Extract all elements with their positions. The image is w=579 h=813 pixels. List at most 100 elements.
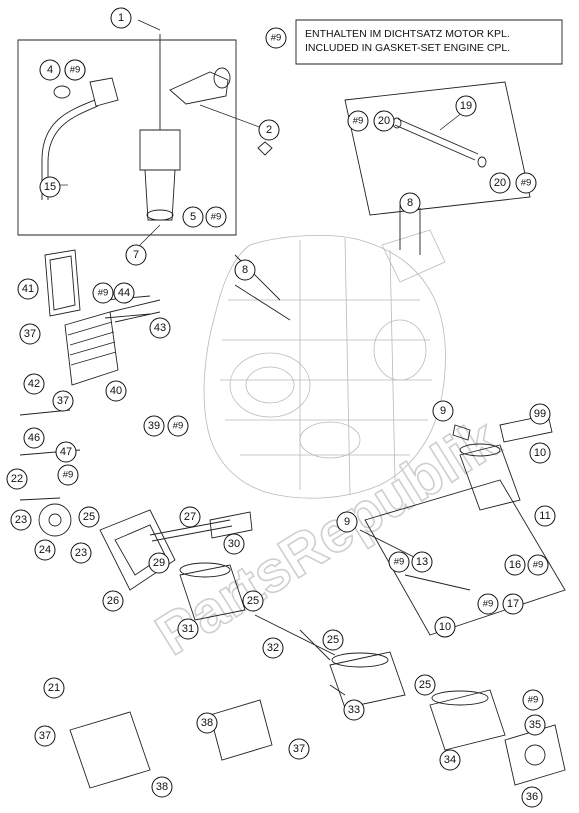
callout-label: 46: [28, 432, 40, 444]
callout-31: 31: [177, 618, 199, 640]
part-group-frame: [17, 39, 237, 236]
callout-label: 9: [440, 405, 446, 417]
callout-2: 2: [258, 119, 280, 141]
callout-21: 21: [43, 677, 65, 699]
callout-32: 32: [262, 637, 284, 659]
callout-label: #9: [528, 695, 539, 706]
callout-label: 8: [407, 197, 413, 209]
callout-33: 33: [343, 699, 365, 721]
callout-37: 37: [52, 390, 74, 412]
oil-cooler-40: [64, 299, 161, 386]
callout-20: 20: [373, 110, 395, 132]
callout-35: 35: [524, 714, 546, 736]
bottom-housings: [69, 699, 273, 789]
svg-text:#9: #9: [271, 33, 282, 44]
callout-27: 27: [179, 506, 201, 528]
callout-99: 99: [529, 403, 551, 425]
callout-47: 47: [55, 441, 77, 463]
callout-ref-9: #9: [57, 464, 79, 486]
note-callout: #9: [265, 27, 287, 49]
callout-29: 29: [148, 552, 170, 574]
callout-label: 37: [293, 743, 305, 755]
callout-11: 11: [534, 505, 556, 527]
callout-ref-9: #9: [388, 551, 410, 573]
callout-label: 8: [242, 264, 248, 276]
callout-ref-9: #9: [64, 59, 86, 81]
callout-layer: 12#94#9155#9719#92020#98841#944374342403…: [6, 7, 556, 808]
callout-label: 7: [133, 249, 139, 261]
callout-36: 36: [521, 786, 543, 808]
callout-label: #9: [63, 470, 74, 481]
callout-label: 37: [24, 328, 36, 340]
watermark: PartsRepublik: [145, 406, 511, 668]
callout-label: 39: [148, 420, 160, 432]
callout-5: 5: [182, 206, 204, 228]
callout-ref-9: #9: [527, 554, 549, 576]
callout-label: 38: [156, 781, 168, 793]
callout-label: 32: [267, 642, 279, 654]
callout-42: 42: [23, 373, 45, 395]
callout-label: 24: [39, 544, 51, 556]
callout-22: 22: [6, 468, 28, 490]
callout-label: 42: [28, 378, 40, 390]
callout-label: #9: [353, 116, 364, 127]
callout-label: 30: [228, 538, 240, 550]
callout-label: #9: [394, 557, 405, 568]
callout-ref-9: #9: [347, 110, 369, 132]
callout-label: 19: [460, 100, 472, 112]
callout-label: 16: [509, 559, 521, 571]
callout-43: 43: [149, 317, 171, 339]
callout-label: 33: [348, 704, 360, 716]
callout-23: 23: [10, 509, 32, 531]
callout-ref-9: #9: [477, 593, 499, 615]
note-line-1: ENTHALTEN IM DICHTSATZ MOTOR KPL.: [305, 28, 510, 40]
callout-label: 23: [75, 547, 87, 559]
callout-label: #9: [483, 599, 494, 610]
callout-15: 15: [39, 176, 61, 198]
part-group-frame-10: [364, 479, 566, 636]
callout-38: 38: [151, 776, 173, 798]
callout-ref-9: #9: [92, 282, 114, 304]
oil-tube-15: [41, 77, 119, 200]
callout-label: 10: [439, 621, 451, 633]
callout-10: 10: [529, 442, 551, 464]
callout-label: #9: [70, 65, 81, 76]
callout-label: 21: [48, 682, 60, 694]
callout-label: 35: [529, 719, 541, 731]
callout-label: 13: [416, 556, 428, 568]
callout-13: 13: [411, 551, 433, 573]
callout-label: 44: [118, 287, 130, 299]
callout-label: 26: [107, 595, 119, 607]
oil-filters: [179, 562, 506, 751]
callout-25: 25: [78, 506, 100, 528]
callout-9: 9: [432, 400, 454, 422]
callout-46: 46: [23, 427, 45, 449]
callout-label: 20: [378, 115, 390, 127]
callout-10: 10: [434, 616, 456, 638]
callout-39: 39: [143, 415, 165, 437]
callout-20: 20: [489, 172, 511, 194]
callout-25: 25: [322, 629, 344, 651]
callout-label: 40: [110, 385, 122, 397]
callout-1: 1: [110, 7, 132, 29]
callout-8: 8: [399, 192, 421, 214]
oil-pipe-assembly: [137, 19, 273, 246]
callout-40: 40: [105, 380, 127, 402]
callout-label: 4: [47, 64, 53, 76]
callout-label: 22: [11, 473, 23, 485]
callout-label: 43: [154, 322, 166, 334]
note-line-2: INCLUDED IN GASKET-SET ENGINE CPL.: [305, 42, 510, 54]
callout-19: 19: [455, 95, 477, 117]
callout-4: 4: [39, 59, 61, 81]
callout-label: 15: [44, 181, 56, 193]
callout-26: 26: [102, 590, 124, 612]
callout-label: 25: [419, 679, 431, 691]
callout-38: 38: [196, 712, 218, 734]
callout-label: 2: [266, 124, 272, 136]
callout-label: 31: [182, 623, 194, 635]
gasket-41: [44, 249, 81, 317]
callout-label: #9: [521, 178, 532, 189]
callout-label: #9: [211, 212, 222, 223]
callout-24: 24: [34, 539, 56, 561]
